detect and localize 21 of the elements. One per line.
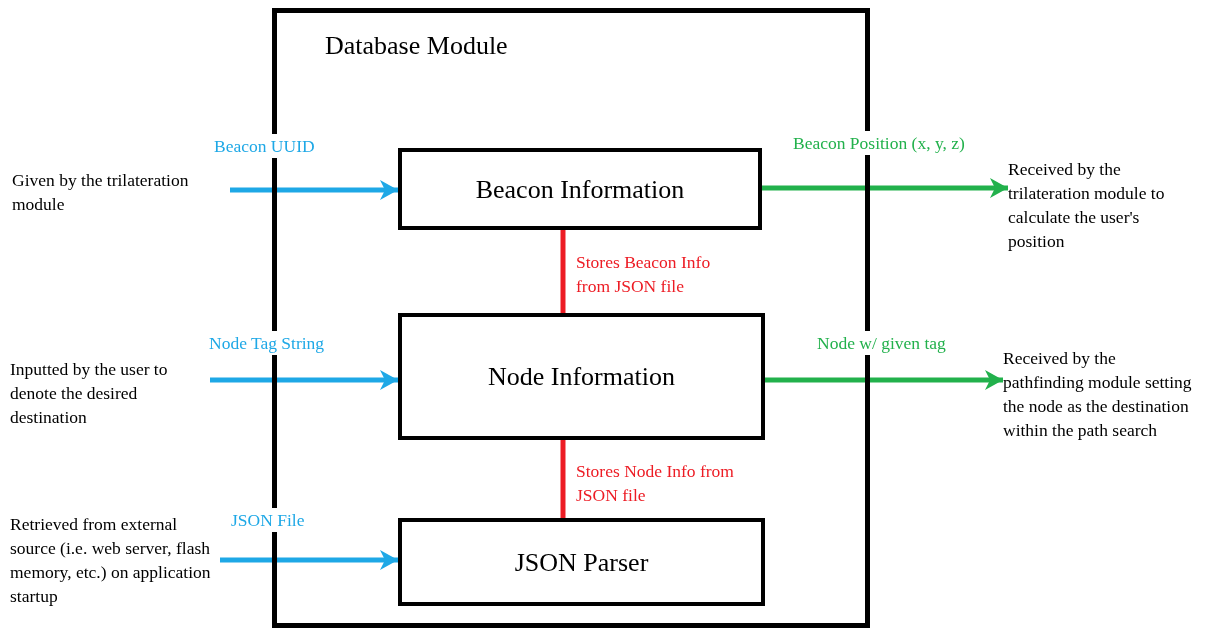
arrow [210, 370, 398, 390]
connector-line [560, 440, 566, 518]
arrow [230, 180, 398, 200]
arrow [762, 178, 1008, 198]
connector-line [560, 230, 566, 313]
component-box: Node Information [398, 313, 765, 440]
edge-label: Beacon Position (x, y, z) [793, 131, 965, 155]
edge-label: Node Tag String [209, 331, 325, 355]
description-text: Given by the trilateration module [12, 168, 230, 216]
description-text: Received by the trilateration module to calculate the user's position [1008, 157, 1188, 253]
description-text: Retrieved from external source (i.e. web server, flash memory, etc.) on application startup [10, 512, 220, 608]
module-title: Database Module [325, 33, 508, 59]
edge-label: JSON File [231, 508, 305, 532]
arrow [765, 370, 1003, 390]
edge-label: Beacon UUID [214, 134, 315, 158]
description-text: Received by the pathfinding module setting the node as the destination within the path search [1003, 346, 1193, 442]
edge-label: Node w/ given tag [817, 331, 946, 355]
component-box: Beacon Information [398, 148, 762, 230]
arrow [220, 550, 398, 570]
description-text: Inputted by the user to denote the desired destination [10, 357, 210, 429]
component-box: JSON Parser [398, 518, 765, 606]
